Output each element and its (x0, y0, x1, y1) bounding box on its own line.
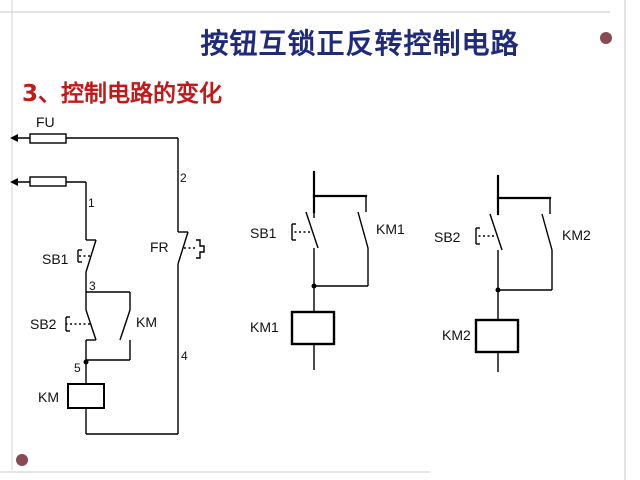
right-circuit: SB2 KM2 KM2 (434, 174, 591, 372)
node-4: 4 (181, 349, 188, 363)
corner-dot-top-right (600, 32, 612, 44)
fuse-second (29, 176, 67, 187)
slide-subtitle: 3、控制电路的变化 (22, 81, 223, 107)
node-3: 3 (89, 279, 96, 293)
km-holding-contact (119, 309, 131, 360)
left-circuit: FU 1 SB1 3 (10, 114, 205, 435)
node-2: 2 (180, 171, 187, 185)
km1-contact-label: KM1 (376, 221, 405, 237)
slide-title: 按钮互锁正反转控制电路 (200, 27, 520, 60)
km2-contact-label: KM2 (562, 227, 591, 243)
sb2-label: SB2 (30, 316, 57, 332)
sb1-label: SB1 (42, 251, 69, 267)
node-5: 5 (74, 361, 81, 375)
sb1-button (291, 211, 319, 249)
km-coil-label: KM (38, 389, 59, 405)
sb1-switch (77, 239, 97, 273)
junction-right (495, 287, 501, 293)
corner-dot-bottom-left (16, 454, 28, 466)
fuse-top (29, 133, 67, 144)
km-coil (67, 383, 105, 409)
km2-coil-label: KM2 (442, 327, 471, 343)
sb2-switch (65, 309, 97, 341)
node-1: 1 (88, 196, 95, 210)
fr-thermal-contact (177, 231, 205, 265)
sb2-button (475, 213, 503, 251)
supply-line-top (10, 133, 178, 144)
supply-line-second (10, 176, 86, 187)
km2-holding-contact (541, 213, 553, 251)
km-contact-label: KM (136, 314, 157, 330)
junction-middle (311, 283, 317, 289)
km1-holding-contact (357, 211, 369, 249)
junction-node-5 (83, 359, 89, 365)
fr-label: FR (150, 239, 169, 255)
km1-coil (290, 310, 336, 346)
fuse-label: FU (36, 114, 55, 130)
middle-circuit: SB1 KM1 KM1 (250, 170, 405, 370)
km2-coil (474, 318, 520, 354)
sb2-label-right: SB2 (434, 229, 461, 245)
sb1-label-middle: SB1 (250, 225, 277, 241)
km1-coil-label: KM1 (250, 319, 279, 335)
